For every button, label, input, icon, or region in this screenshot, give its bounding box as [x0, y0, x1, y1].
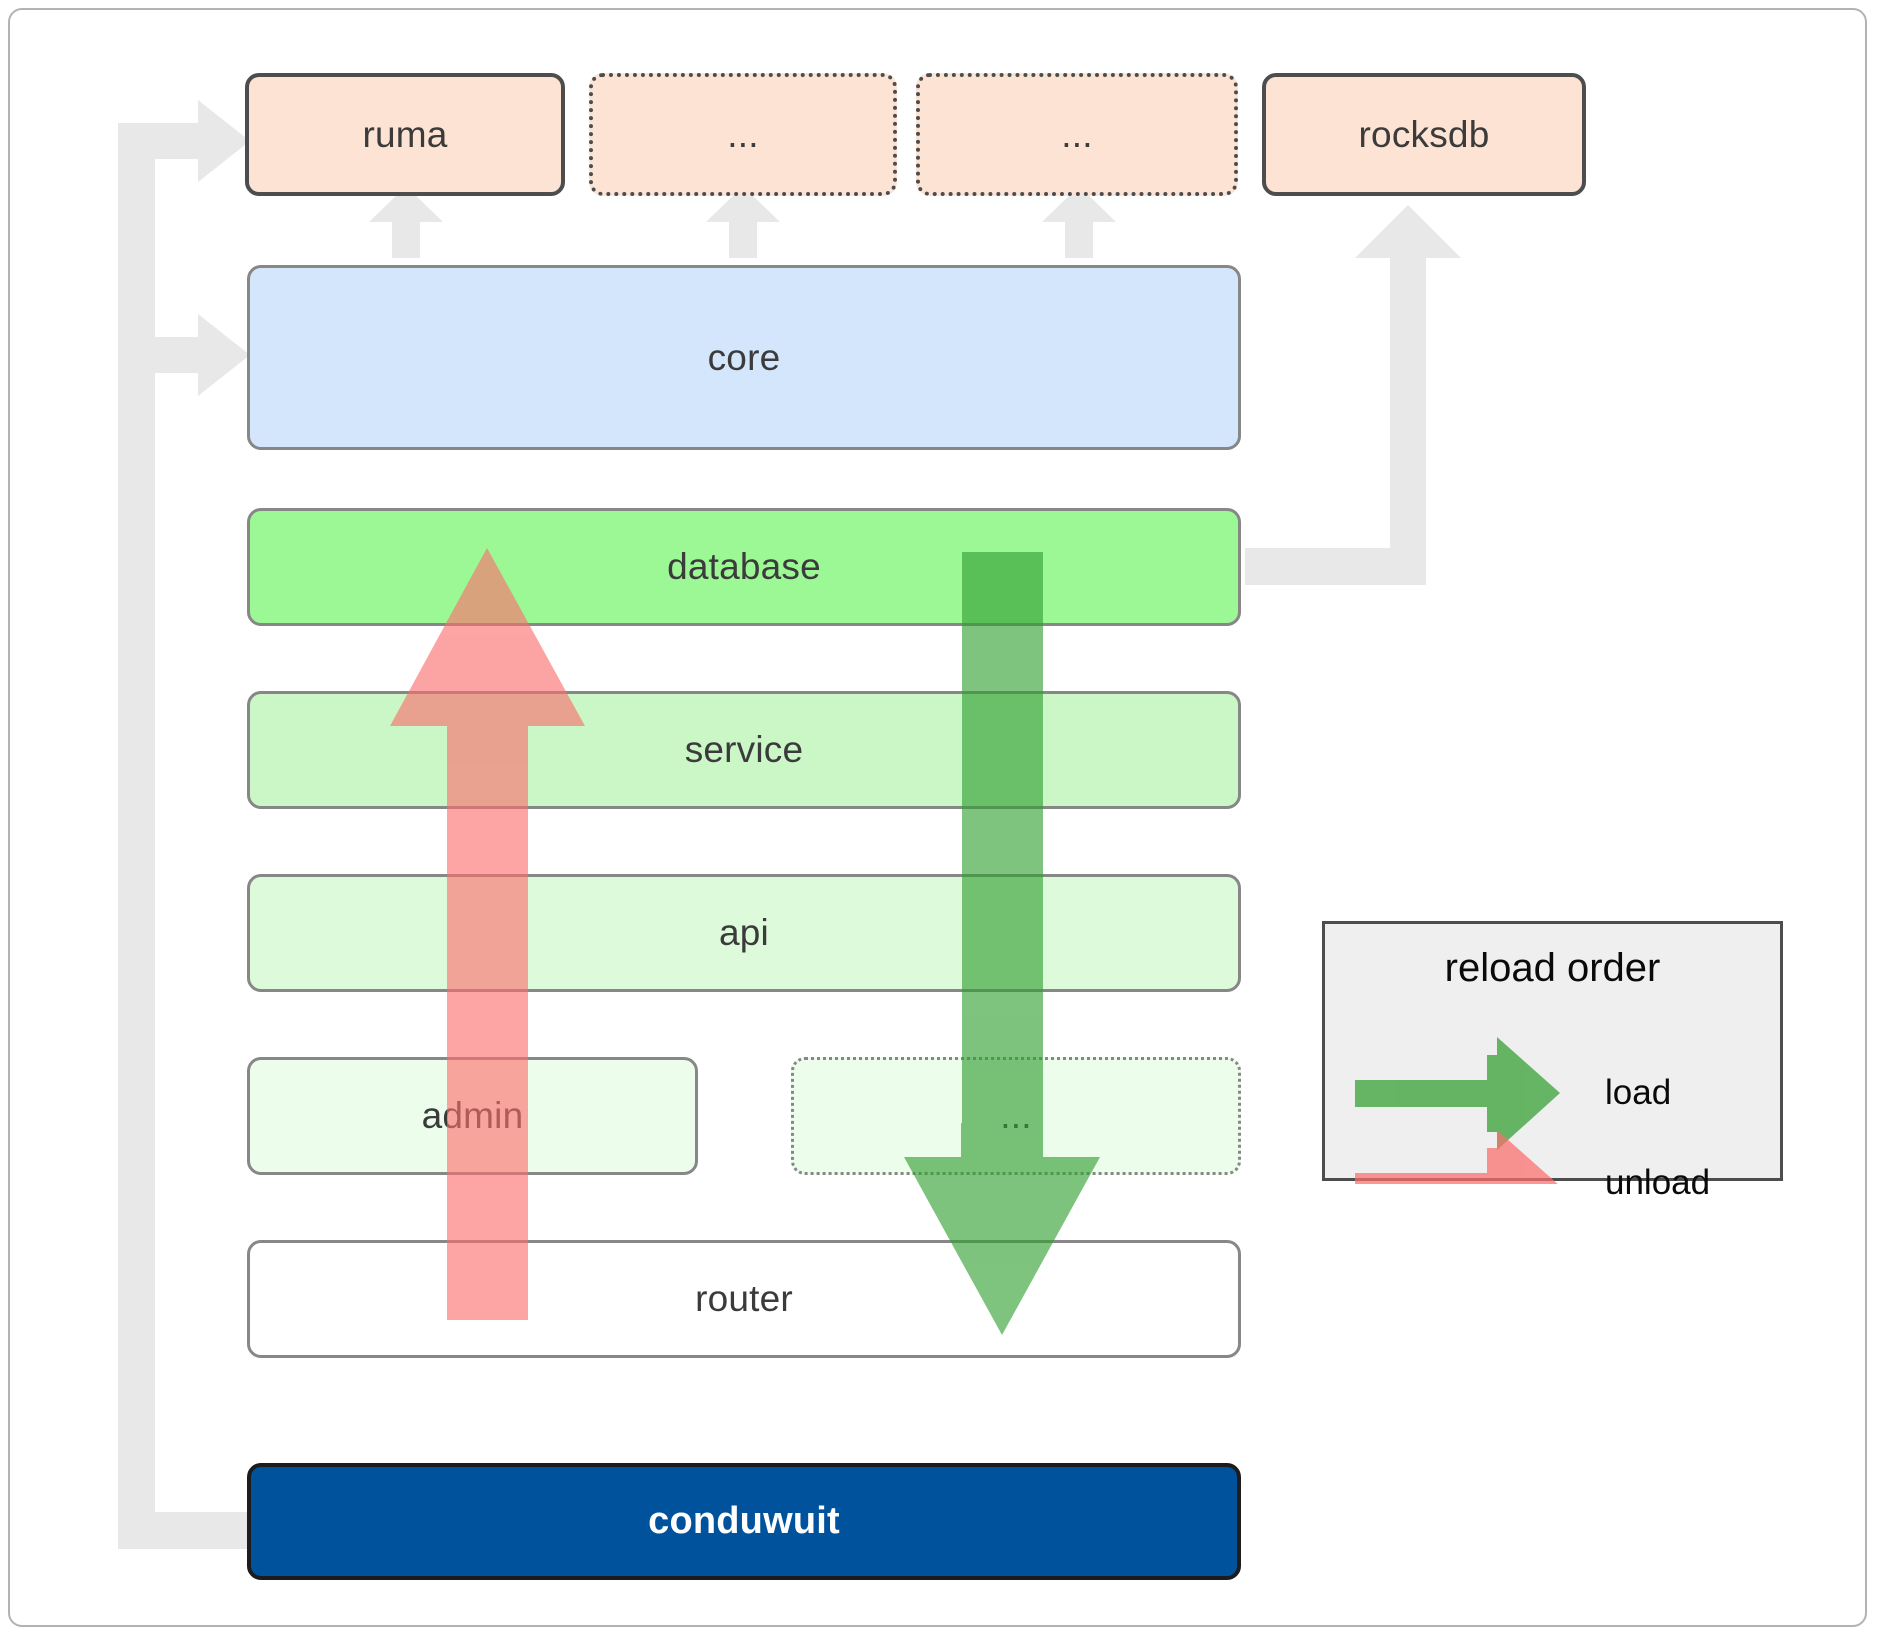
binary-box-conduwuit[interactable]: conduwuit — [247, 1463, 1241, 1580]
crate-label: rocksdb — [1358, 113, 1490, 155]
layer-label: api — [719, 912, 769, 953]
layer-box-database[interactable]: database — [247, 508, 1241, 626]
crate-box-ruma[interactable]: ruma — [245, 73, 565, 196]
layer-box-service[interactable]: service — [247, 691, 1241, 809]
legend-label-load: load — [1605, 1073, 1672, 1112]
legend-label-unload: unload — [1605, 1163, 1711, 1202]
crate-label: ... — [1061, 113, 1093, 155]
binary-label: conduwuit — [648, 1500, 840, 1542]
layer-label: router — [695, 1278, 793, 1319]
layer-box-admin[interactable]: admin — [247, 1057, 698, 1175]
layer-box-router[interactable]: router — [247, 1240, 1241, 1358]
layer-box-core[interactable]: core — [247, 265, 1241, 450]
crate-label: ruma — [362, 113, 448, 155]
layer-label: core — [707, 336, 781, 378]
layer-label: ... — [1000, 1095, 1032, 1136]
legend-swatch-load — [1355, 1037, 1560, 1150]
legend-panel: reload order load unload — [1322, 921, 1783, 1202]
crate-box-ellipsis-1[interactable]: ... — [589, 73, 897, 196]
layer-box-ellipsis[interactable]: ... — [791, 1057, 1241, 1175]
layer-label: admin — [421, 1095, 524, 1136]
layer-label: service — [684, 729, 804, 770]
diagram-frame — [8, 8, 1867, 1627]
legend-title: reload order — [1444, 946, 1661, 990]
legend-swatch-unload — [1355, 1130, 1558, 1184]
crate-box-ellipsis-2[interactable]: ... — [916, 73, 1238, 196]
layer-box-api[interactable]: api — [247, 874, 1241, 992]
crate-box-rocksdb[interactable]: rocksdb — [1262, 73, 1586, 196]
layer-label: database — [667, 546, 821, 587]
crate-label: ... — [727, 113, 759, 155]
